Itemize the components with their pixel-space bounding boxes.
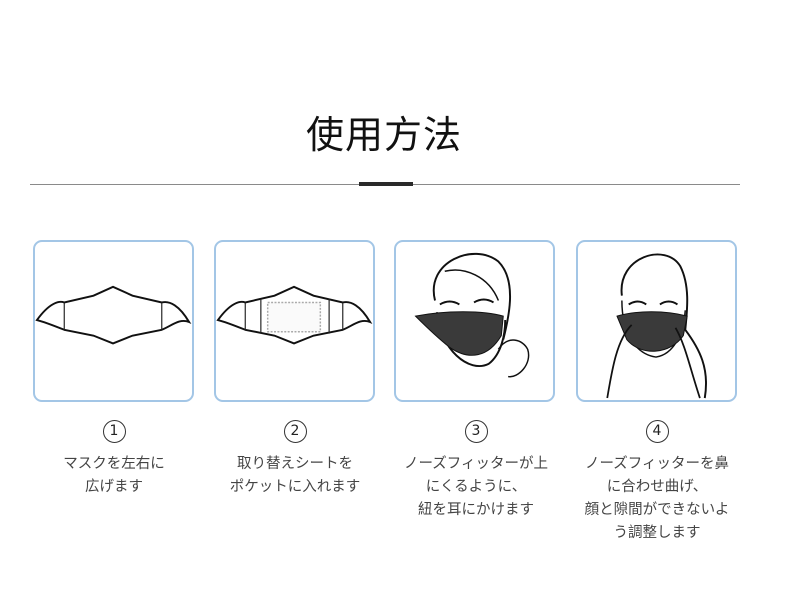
page-title: 使用方法	[305, 113, 462, 157]
desc-line: 広げます	[85, 479, 143, 495]
desc-line: マスクを左右に	[63, 456, 165, 472]
woman-adjusting-nose-fitter-icon	[606, 253, 707, 399]
step-description: マスクを左右に 広げます	[24, 453, 204, 499]
step-3: 3 ノーズフィッターが上 にくるように、 紐を耳にかけます	[386, 420, 566, 522]
desc-line: 取り替えシートを	[237, 456, 353, 472]
step-number: 2	[283, 420, 307, 443]
step-number: 4	[645, 420, 669, 443]
woman-wearing-mask-ear-icon	[414, 252, 530, 378]
desc-line: ポケットに入れます	[229, 479, 361, 495]
desc-line: に合わせ曲げ、	[606, 479, 708, 495]
mask-filter-pocket-icon	[216, 285, 373, 345]
desc-line: う調整します	[613, 525, 701, 541]
step-4: 4 ノーズフィッターを鼻 に合わせ曲げ、 顔と隙間ができないよ う調整します	[567, 420, 747, 545]
desc-line: 顔と隙間ができないよ	[584, 502, 730, 518]
desc-line: ノーズフィッターが上	[404, 456, 548, 472]
step-3-illustration	[394, 240, 555, 402]
desc-line: ノーズフィッターを鼻	[585, 456, 729, 472]
step-description: ノーズフィッターを鼻 に合わせ曲げ、 顔と隙間ができないよ う調整します	[567, 453, 747, 545]
desc-line: にくるように、	[425, 479, 527, 495]
desc-line: 紐を耳にかけます	[418, 502, 534, 518]
step-description: 取り替えシートを ポケットに入れます	[205, 453, 385, 499]
step-number: 3	[464, 420, 488, 443]
step-1: 1 マスクを左右に 広げます	[24, 420, 204, 499]
step-description: ノーズフィッターが上 にくるように、 紐を耳にかけます	[386, 453, 566, 522]
step-2: 2 取り替えシートを ポケットに入れます	[205, 420, 385, 499]
step-2-illustration	[214, 240, 375, 402]
step-4-illustration	[576, 240, 737, 402]
step-1-illustration	[33, 240, 194, 402]
mask-unfolded-icon	[35, 285, 192, 345]
step-number: 1	[102, 420, 126, 443]
divider-accent	[359, 182, 413, 186]
